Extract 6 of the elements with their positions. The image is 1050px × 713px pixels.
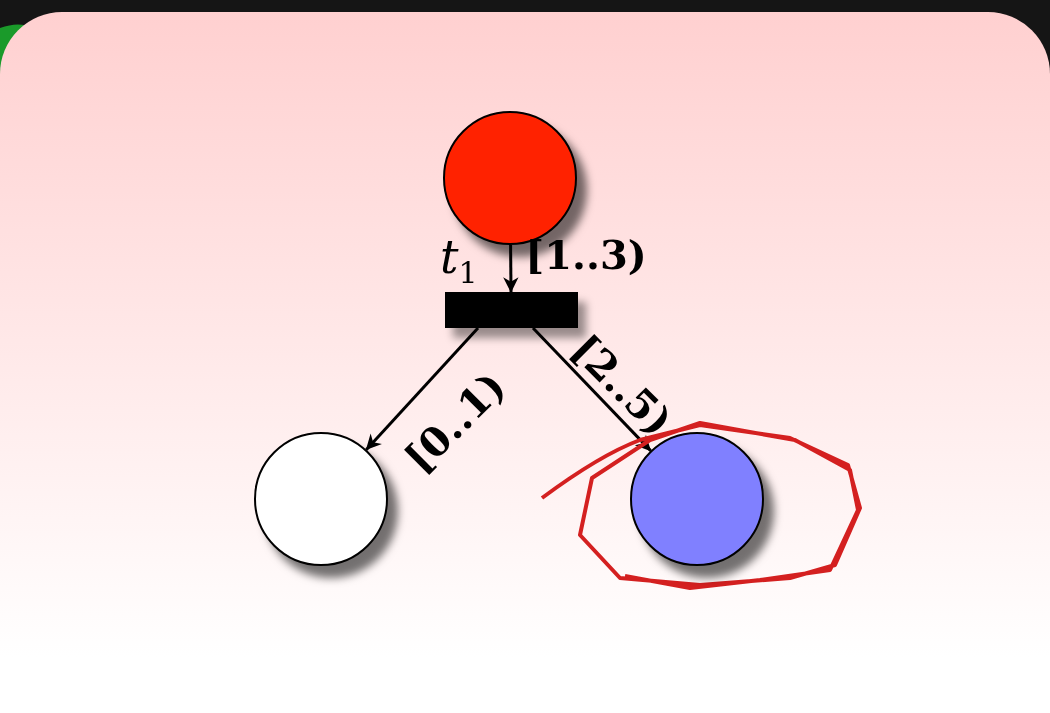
arrow <box>531 326 652 452</box>
edge-label: [1..3) <box>525 235 647 275</box>
arrow <box>503 245 519 293</box>
transition-bar <box>445 292 578 328</box>
transition-label: t$_{1}$ <box>440 234 478 289</box>
arrow <box>365 327 480 451</box>
